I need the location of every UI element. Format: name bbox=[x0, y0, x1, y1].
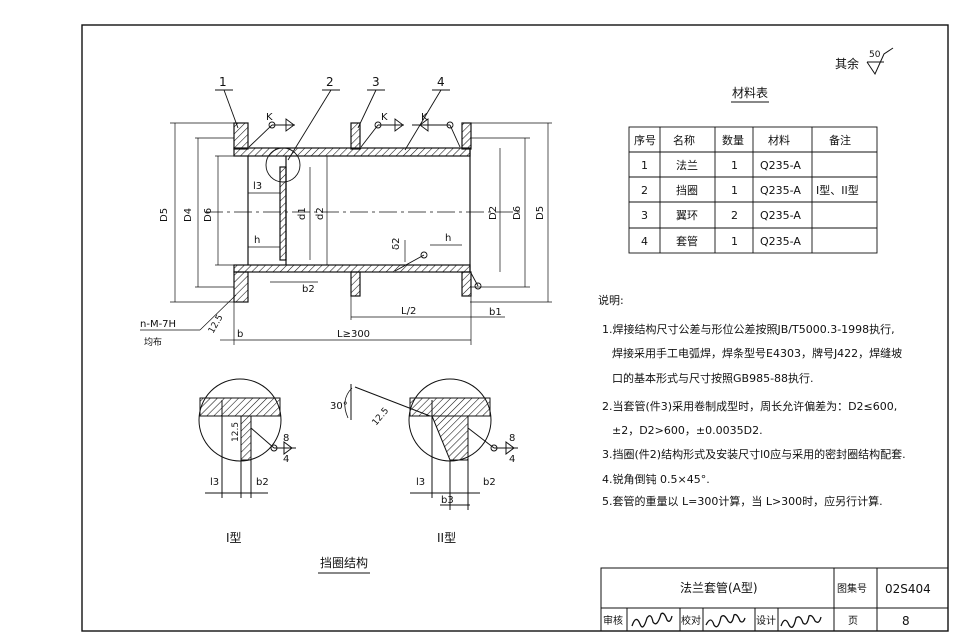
weld-k-3: K bbox=[421, 112, 428, 123]
dim-d5-left: D5 bbox=[159, 208, 170, 222]
note-line-5: ±2，D2>600，±0.0035D2. bbox=[612, 424, 763, 437]
material-table-title: 材料表 bbox=[732, 86, 768, 100]
note-line-3: 口的基本形式与尺寸按照GB985-88执行. bbox=[612, 371, 814, 385]
weld-k-2: K bbox=[381, 112, 388, 123]
cell-r1-qty: 1 bbox=[731, 159, 738, 172]
cell-r3-mat: Q235-A bbox=[760, 209, 801, 222]
part-number-2: 2 bbox=[326, 75, 334, 89]
cell-r4-no: 4 bbox=[641, 235, 648, 248]
signature-scribbles bbox=[631, 612, 822, 628]
detail2-weld-bottom: 4 bbox=[509, 454, 515, 465]
dim-d4-left: D4 bbox=[183, 208, 194, 222]
cell-r1-name: 法兰 bbox=[676, 158, 698, 172]
roughness-mark: 其余 50 bbox=[835, 47, 894, 76]
detail1-weld-bottom: 4 bbox=[283, 454, 289, 465]
detail2-weld-top: 8 bbox=[509, 433, 515, 444]
dim-b: b bbox=[237, 329, 243, 340]
roughness-prefix: 其余 bbox=[835, 56, 859, 71]
detail1-label: I型 bbox=[226, 531, 242, 545]
th-remark: 备注 bbox=[829, 133, 851, 147]
dim-D5-right: D5 bbox=[535, 206, 546, 220]
cell-r4-qty: 1 bbox=[731, 235, 738, 248]
roughness-value: 50 bbox=[869, 50, 881, 60]
cell-r3-name: 翼环 bbox=[676, 209, 698, 222]
th-material: 材料 bbox=[768, 133, 790, 147]
part-number-4: 4 bbox=[437, 75, 445, 89]
th-name: 名称 bbox=[673, 133, 695, 147]
th-qty: 数量 bbox=[722, 134, 744, 147]
cell-r4-name: 套管 bbox=[676, 234, 698, 248]
notes-title: 说明: bbox=[598, 293, 624, 307]
th-no: 序号 bbox=[634, 133, 656, 147]
detail1-b2: b2 bbox=[256, 477, 269, 488]
design-label: 设计 bbox=[756, 614, 776, 627]
cell-r2-remark: I型、II型 bbox=[816, 183, 859, 197]
check-label: 校对 bbox=[681, 614, 701, 627]
part-number-1: 1 bbox=[219, 75, 227, 89]
cell-r2-no: 2 bbox=[641, 184, 648, 197]
dim-d1: d1 bbox=[297, 207, 308, 220]
title-block bbox=[600, 567, 949, 632]
dim-d2: d2 bbox=[315, 207, 326, 220]
bolt-spec: n-M-7H bbox=[140, 319, 176, 330]
note-line-2: 焊接采用手工电弧焊，焊条型号E4303，牌号J422，焊缝坡 bbox=[612, 346, 902, 360]
detail-type2 bbox=[344, 378, 518, 510]
dim-D6-right: D6 bbox=[512, 206, 523, 220]
dim-length: L≥300 bbox=[337, 329, 370, 340]
dim-d6-left: D6 bbox=[203, 208, 214, 222]
atlas-label: 图集号 bbox=[837, 582, 867, 595]
detail-caption: 挡圈结构 bbox=[320, 555, 368, 570]
dim-l3: l3 bbox=[253, 181, 262, 192]
cell-r1-mat: Q235-A bbox=[760, 159, 801, 172]
dim-delta2: δ2 bbox=[391, 238, 402, 250]
dimension-lines bbox=[140, 122, 552, 345]
dim-b1: b1 bbox=[489, 307, 502, 318]
note-line-8: 5.套管的重量以 L=300计算，当 L>300时，应另行计算. bbox=[602, 494, 883, 508]
detail2-label: II型 bbox=[437, 531, 456, 545]
page-label: 页 bbox=[848, 615, 858, 627]
dim-h-left: h bbox=[254, 235, 260, 246]
dim-b2: b2 bbox=[302, 284, 315, 295]
atlas-number: 02S404 bbox=[885, 582, 931, 596]
weld-symbols bbox=[248, 118, 482, 290]
note-line-4: 2.当套管(件3)采用卷制成型时，周长允许偏差为：D2≤600, bbox=[602, 399, 897, 413]
note-line-7: 4.锐角倒钝 0.5×45°. bbox=[602, 472, 710, 486]
dim-h-right: h bbox=[445, 233, 451, 244]
cell-r4-mat: Q235-A bbox=[760, 235, 801, 248]
main-section-view bbox=[205, 122, 520, 303]
cell-r2-qty: 1 bbox=[731, 184, 738, 197]
bolt-note: 均布 bbox=[144, 336, 162, 348]
page-number: 8 bbox=[902, 614, 910, 628]
weld-k-1: K bbox=[266, 112, 273, 123]
review-label: 审核 bbox=[603, 614, 623, 627]
part-leaders bbox=[215, 89, 450, 161]
dim-D2-right: D2 bbox=[488, 206, 499, 220]
detail1-weld-top: 8 bbox=[283, 433, 289, 444]
detail2-l3: l3 bbox=[416, 477, 425, 488]
detail2-rough: 12.5 bbox=[371, 406, 392, 428]
notes-block: 说明: 1.焊接结构尺寸公差与形位公差按照JB/T5000.3-1998执行, … bbox=[598, 293, 906, 508]
cell-r1-no: 1 bbox=[641, 159, 648, 172]
detail1-l3: l3 bbox=[210, 477, 219, 488]
note-line-1: 1.焊接结构尺寸公差与形位公差按照JB/T5000.3-1998执行, bbox=[602, 322, 895, 336]
rough-a: 12.5 bbox=[207, 313, 226, 335]
cell-r3-no: 3 bbox=[641, 209, 648, 222]
cell-r3-qty: 2 bbox=[731, 209, 738, 222]
cell-r2-name: 挡圈 bbox=[676, 183, 698, 197]
detail2-b2: b2 bbox=[483, 477, 496, 488]
detail2-b3: b3 bbox=[441, 495, 454, 506]
detail1-rough: 12.5 bbox=[231, 422, 241, 442]
detail2-angle: 30° bbox=[330, 401, 348, 412]
part-number-3: 3 bbox=[372, 75, 380, 89]
detail-type1 bbox=[198, 378, 296, 498]
note-line-6: 3.挡圈(件2)结构形式及安装尺寸l0应与采用的密封圈结构配套. bbox=[602, 447, 906, 461]
material-table: 序号 名称 数量 材料 备注 1 法兰 1 Q235-A 2 挡圈 1 Q235… bbox=[628, 126, 878, 254]
dim-half-length: L/2 bbox=[401, 306, 416, 317]
cell-r2-mat: Q235-A bbox=[760, 184, 801, 197]
sheet-border bbox=[81, 24, 949, 632]
title-block-title: 法兰套管(A型) bbox=[680, 580, 758, 595]
